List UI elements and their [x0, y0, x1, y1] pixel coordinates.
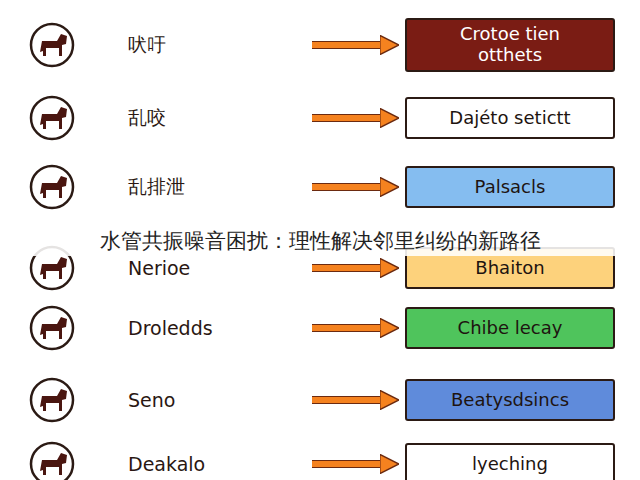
animal-icon: [40, 176, 67, 198]
icon-circle: [28, 163, 76, 211]
result-box: Chibe lecay: [405, 307, 615, 349]
animal-icon: [40, 317, 67, 339]
arrow-outline: [312, 114, 382, 122]
result-box: Palsacls: [405, 166, 615, 208]
icon-item: 吠吁: [28, 21, 310, 69]
item-label: Deakalo: [128, 440, 205, 480]
arrow-connector: [312, 461, 382, 467]
arrow-outline: [312, 324, 382, 332]
box-label: Dajéto setictt: [449, 108, 570, 129]
icon-outline: [31, 97, 73, 139]
arrow-outline: [312, 41, 382, 49]
arrow-group: [312, 400, 382, 401]
arrow-group: [312, 45, 382, 46]
icon-item: 乱排泄: [28, 163, 310, 211]
item-label: 乱排泄: [128, 163, 185, 211]
arrow-outline: [312, 460, 382, 468]
icon-item: Deakalo: [28, 440, 310, 480]
box-label: Beatysdsincs: [451, 390, 569, 411]
arrow-group: [312, 464, 382, 465]
box-label: Bhaiton: [475, 258, 544, 279]
item-label: 吠吁: [128, 21, 166, 69]
icon-item: Seno: [28, 376, 310, 424]
icon-item: Droledds: [28, 304, 310, 352]
item-label: Droledds: [128, 304, 213, 352]
icon-outline: [31, 443, 73, 480]
item-label: Seno: [128, 376, 175, 424]
animal-icon: [40, 34, 67, 56]
icon-outline: [31, 166, 73, 208]
icon-outline: [31, 379, 73, 421]
title-banner: 水管共振噪音困扰：理性解决邻里纠纷的新路径: [0, 226, 640, 256]
icon-circle: [28, 304, 76, 352]
animal-icon: [40, 257, 67, 279]
arrow-connector: [312, 115, 382, 121]
icon-outline: [31, 24, 73, 66]
arrow-connector: [312, 265, 382, 271]
title-text: 水管共振噪音困扰：理性解决邻里纠纷的新路径: [100, 227, 541, 255]
icon-circle: [28, 376, 76, 424]
box-label: Chibe lecay: [458, 318, 563, 339]
arrow-outline: [312, 183, 382, 191]
box-label: lyeching: [472, 454, 548, 475]
arrow-outline: [312, 396, 382, 404]
arrow-group: [312, 268, 382, 269]
result-box: Dajéto setictt: [405, 97, 615, 139]
animal-icon: [40, 107, 67, 129]
arrow-group: [312, 187, 382, 188]
icon-item: 乱咬: [28, 94, 310, 142]
result-box: Crotoe tien otthets: [405, 18, 615, 72]
animal-icon: [40, 389, 67, 411]
arrow-connector: [312, 325, 382, 331]
icon-circle: [28, 94, 76, 142]
arrow-connector: [312, 42, 382, 48]
arrow-connector: [312, 184, 382, 190]
result-box: lyeching: [405, 443, 615, 480]
box-label: Crotoe tien otthets: [430, 24, 590, 65]
box-label: Palsacls: [475, 177, 546, 198]
arrow-outline: [312, 264, 382, 272]
animal-icon: [40, 453, 67, 475]
arrow-group: [312, 118, 382, 119]
icon-circle: [28, 440, 76, 480]
arrow-group: [312, 328, 382, 329]
item-label: 乱咬: [128, 94, 166, 142]
icon-outline: [31, 307, 73, 349]
arrow-connector: [312, 397, 382, 403]
icon-circle: [28, 21, 76, 69]
result-box: Beatysdsincs: [405, 379, 615, 421]
